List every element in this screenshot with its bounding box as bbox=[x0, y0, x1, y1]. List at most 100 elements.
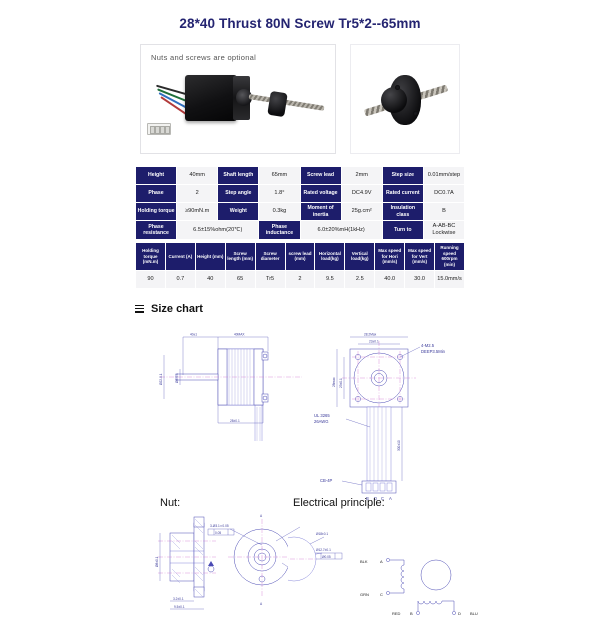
spec-value: 2mm bbox=[340, 166, 383, 186]
spec-value: 1.8° bbox=[258, 184, 301, 204]
terminal-pin-label: A bbox=[380, 559, 383, 564]
cell-value: 40 bbox=[194, 269, 226, 289]
column-header: Running speed 600rpm (min) bbox=[434, 242, 465, 271]
column-header: Max speed for Hori (mm/s) bbox=[374, 242, 406, 271]
cell-value: 40.0 bbox=[374, 269, 406, 289]
terminal-pin-label: D bbox=[458, 611, 461, 615]
wire-spec-text: 26AWG bbox=[314, 419, 329, 424]
spec-value: A-AB-BC Lockwise bbox=[422, 220, 466, 241]
technical-drawings: 40±1 40MAX Ø22-0.1 Ø5-0.1 28±0.1 bbox=[0, 319, 600, 619]
spec-value: DC4.9V bbox=[340, 184, 383, 204]
lead-screw-nut bbox=[267, 91, 288, 118]
spec-value: DC0.7A bbox=[422, 184, 466, 204]
dimension-text: 40±1 bbox=[190, 332, 197, 336]
spec-value: 65mm bbox=[258, 166, 301, 186]
column-header: Current (A) bbox=[164, 242, 196, 271]
table-row: Height 40mm Shaft length 65mm Screw lead… bbox=[134, 166, 466, 186]
column-header: Height (mm) bbox=[194, 242, 226, 271]
cell-value: Tr5 bbox=[254, 269, 286, 289]
spec-label: Phase bbox=[134, 184, 178, 204]
dimension-text: 23±0.1 bbox=[369, 339, 379, 343]
table-row: Phase 2 Step angle 1.8° Rated voltage DC… bbox=[134, 184, 466, 204]
spec-label: Moment of inertia bbox=[299, 202, 342, 222]
product-photo-row: Nuts and screws are optional bbox=[0, 44, 600, 155]
spec-value: 6.5±15%ohm(20℃) bbox=[176, 220, 260, 241]
photo-note: Nuts and screws are optional bbox=[151, 53, 257, 63]
spec-label: Phase inductance bbox=[258, 220, 301, 241]
cell-value: 65 bbox=[224, 269, 256, 289]
nut-section-label: Nut: bbox=[160, 496, 181, 509]
hamburger-icon bbox=[135, 304, 144, 313]
connector-label: CB-4P bbox=[320, 478, 333, 483]
spec-label: Insulation class bbox=[381, 202, 424, 222]
nut-mount-hole bbox=[395, 85, 400, 91]
cell-value: 0.7 bbox=[164, 269, 196, 289]
dimension-text: Ø22-0.1 bbox=[159, 373, 163, 385]
column-header: Horizontal load(kg) bbox=[314, 242, 346, 271]
spec-value: 2 bbox=[176, 184, 219, 204]
cell-value: 15.0mm/s bbox=[434, 269, 465, 289]
column-header: Holding torque (mN.m) bbox=[135, 242, 166, 271]
section-label: A bbox=[260, 514, 263, 518]
terminal-color-label: BLK bbox=[360, 559, 368, 564]
drawing-front-view: 28.2Max 23±0.1 28max 23±0.1 4-M2.5 DEEP3… bbox=[312, 323, 472, 503]
spec-value: 0.01mm/step bbox=[422, 166, 466, 186]
cell-value: 90 bbox=[135, 269, 166, 289]
column-header: screw lead (mm) bbox=[284, 242, 316, 271]
spec-label: Height bbox=[134, 166, 178, 186]
pin-label: A bbox=[389, 496, 392, 501]
dimension-text: 23±0.1 bbox=[339, 378, 343, 388]
cell-value: 9.5 bbox=[314, 269, 346, 289]
spec-value: 40mm bbox=[176, 166, 219, 186]
nut-boss bbox=[381, 87, 407, 114]
cell-value: 2.5 bbox=[344, 269, 376, 289]
dimension-text: 3.2±0.1 bbox=[173, 597, 184, 601]
cell-value: 30.0 bbox=[404, 269, 436, 289]
dimension-text: Ø0.05 bbox=[322, 555, 331, 559]
spec-value: 6.0±20%mH(1kHz) bbox=[299, 220, 383, 241]
dimension-text: 3-Ø3.1∓0.05 bbox=[210, 524, 229, 528]
dimension-text: 28±0.1 bbox=[230, 419, 240, 423]
spec-label: Shaft length bbox=[217, 166, 260, 186]
spec-value: 25g.cm² bbox=[340, 202, 383, 222]
spec-label: Rated current bbox=[381, 184, 424, 204]
spec-value: ≥90mN.m bbox=[176, 202, 219, 222]
terminal-color-label: GRN bbox=[360, 592, 369, 597]
column-header: Vertical load(kg) bbox=[344, 242, 376, 271]
product-photo-nut-detail[interactable] bbox=[350, 44, 460, 155]
wire-spec-text: UL 3265 bbox=[314, 413, 330, 418]
spec-table-performance: Holding torque (mN.m) Current (A) Height… bbox=[135, 242, 465, 289]
column-header: Screw length (mm) bbox=[224, 242, 256, 271]
table-row: Phase resistance 6.5±15%ohm(20℃) Phase i… bbox=[134, 220, 466, 241]
product-photo-main[interactable]: Nuts and screws are optional bbox=[140, 44, 336, 155]
section-label: A bbox=[260, 602, 263, 606]
spec-label: Step angle bbox=[217, 184, 260, 204]
terminal-color-label: BLU bbox=[470, 611, 478, 615]
table-header-row: Holding torque (mN.m) Current (A) Height… bbox=[135, 242, 465, 271]
stepper-motor-illustration bbox=[141, 45, 335, 153]
specification-tables: Height 40mm Shaft length 65mm Screw lead… bbox=[134, 166, 466, 289]
size-chart-heading: Size chart bbox=[135, 303, 600, 315]
dimension-text: 300±10 bbox=[397, 440, 401, 451]
pin-label: B bbox=[366, 496, 369, 501]
pin-label: D bbox=[374, 496, 377, 501]
nut-mount-hole bbox=[413, 111, 418, 117]
dimension-text: Ø18±0.1 bbox=[316, 532, 328, 536]
dimension-text: Ø12.7±0.1 bbox=[316, 548, 331, 552]
spec-label: Holding torque bbox=[134, 202, 178, 222]
column-header: Screw diameter bbox=[254, 242, 286, 271]
spec-label: Step size bbox=[381, 166, 424, 186]
spec-label: Phase resistance bbox=[134, 220, 178, 241]
spec-value: 0.3kg bbox=[258, 202, 301, 222]
terminal-color-label: RED bbox=[392, 611, 401, 615]
callout-text: DEEP3.5Min bbox=[421, 349, 446, 354]
dimension-text: Ø5-0.1 bbox=[175, 373, 179, 383]
section-title: Size chart bbox=[151, 302, 203, 315]
dimension-text: 28max bbox=[332, 377, 336, 387]
motor-body bbox=[185, 75, 237, 122]
terminal-pin-label: B bbox=[410, 611, 413, 615]
dimension-text: 28.2Max bbox=[364, 332, 377, 336]
spec-label: Screw lead bbox=[299, 166, 342, 186]
table-row: 90 0.7 40 65 Tr5 2 9.5 2.5 40.0 30.0 15.… bbox=[135, 269, 465, 289]
dimension-text: 9.5±0.1 bbox=[174, 605, 185, 609]
